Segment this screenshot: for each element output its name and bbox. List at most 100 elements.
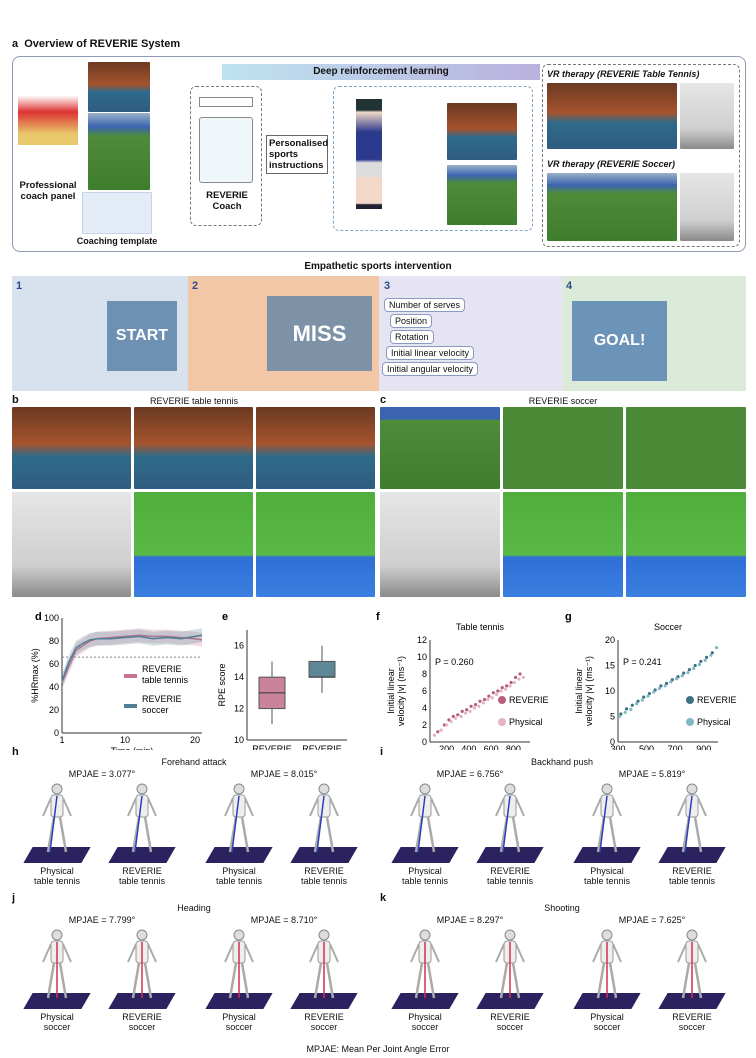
y-tick-label: 20 bbox=[49, 705, 59, 715]
y-axis-label: velocity |v| (ms⁻¹) bbox=[396, 656, 406, 726]
legend-label: REVERIE bbox=[697, 695, 737, 705]
soccer-frame-1 bbox=[380, 407, 500, 489]
pose-label-line1: REVERIE bbox=[122, 1012, 162, 1022]
coach-panel-label: Professional coach panel bbox=[19, 180, 77, 202]
data-point bbox=[477, 704, 481, 708]
skeleton-figure bbox=[127, 929, 157, 999]
data-point bbox=[463, 711, 468, 715]
data-point bbox=[623, 710, 627, 715]
mpjae-value: MPJAE = 8.015° bbox=[250, 769, 318, 779]
coaching-template-image bbox=[82, 192, 152, 234]
y-tick-label: 60 bbox=[49, 659, 59, 669]
data-point bbox=[460, 709, 464, 713]
miss-screen: MISS bbox=[267, 296, 372, 371]
pose-label-line1: REVERIE bbox=[490, 1012, 530, 1022]
start-screen: START bbox=[107, 301, 177, 371]
mpjae-value: MPJAE = 6.756° bbox=[436, 769, 504, 779]
data-point bbox=[439, 728, 443, 732]
pose-label-line2: soccer bbox=[593, 1022, 621, 1032]
charts-row: d02040608010011020Time (min)%HRmax (%)RE… bbox=[30, 611, 737, 750]
step-3: 3 bbox=[384, 280, 391, 292]
legend-label: soccer bbox=[142, 705, 169, 715]
skeleton-figure bbox=[42, 929, 72, 999]
data-point bbox=[647, 691, 652, 696]
data-point bbox=[699, 659, 703, 664]
skeleton-figure bbox=[677, 783, 707, 853]
player-figure bbox=[356, 99, 382, 209]
x-tick-label: 800 bbox=[506, 744, 521, 750]
y-axis-label: velocity |v| (ms⁻¹) bbox=[584, 656, 594, 726]
pose-label-line2: soccer bbox=[128, 1022, 156, 1032]
data-point bbox=[512, 680, 517, 685]
soccer-photo-3 bbox=[626, 492, 746, 597]
data-point bbox=[481, 701, 485, 705]
pose-label-line1: Physical bbox=[590, 1012, 624, 1022]
pose-label-line1: Physical bbox=[408, 1012, 442, 1022]
pose-panel-title: Shooting bbox=[544, 903, 580, 913]
pose-label-line1: REVERIE bbox=[672, 866, 712, 876]
y-axis-label: Initial linear bbox=[386, 668, 396, 714]
pose-label-line2: table tennis bbox=[215, 876, 263, 886]
x-tick-label: 900 bbox=[696, 744, 711, 750]
param-rotation: Rotation bbox=[390, 330, 434, 344]
data-point bbox=[456, 713, 460, 717]
vr-soccer-label: VR therapy (REVERIE Soccer) bbox=[547, 159, 676, 169]
y-tick-label: 14 bbox=[234, 672, 244, 682]
data-point bbox=[659, 684, 663, 688]
pose-label-line2: table tennis bbox=[118, 876, 166, 886]
y-axis-label: RPE score bbox=[217, 663, 227, 706]
pose-label-line1: Physical bbox=[590, 866, 624, 876]
tt-vr-view bbox=[447, 103, 517, 160]
y-tick-label: 100 bbox=[44, 613, 59, 623]
data-point bbox=[496, 689, 500, 693]
pose-panel-title: Heading bbox=[177, 903, 211, 913]
soccer-frame-2 bbox=[503, 407, 623, 489]
y-axis-label: Initial linear bbox=[574, 668, 584, 714]
x-tick-label: 600 bbox=[484, 744, 499, 750]
soccer-frame-3 bbox=[626, 407, 746, 489]
data-point bbox=[472, 706, 477, 710]
skeleton-figure bbox=[42, 783, 72, 853]
data-point bbox=[487, 694, 491, 698]
y-tick-label: 5 bbox=[610, 712, 615, 722]
y-tick-label: 6 bbox=[422, 686, 427, 696]
x-tick-label: 700 bbox=[668, 744, 683, 750]
series-line bbox=[61, 634, 203, 683]
data-point bbox=[505, 684, 509, 688]
x-tick-label: 200 bbox=[439, 744, 454, 750]
data-point bbox=[495, 692, 499, 696]
data-point bbox=[646, 694, 650, 698]
data-point bbox=[449, 720, 453, 724]
soccer-vr-view bbox=[447, 165, 517, 225]
pose-label-line1: Physical bbox=[222, 1012, 256, 1022]
data-point bbox=[478, 699, 482, 703]
data-point bbox=[692, 666, 696, 671]
x-axis-label: Time (min) bbox=[111, 746, 154, 750]
y-tick-label: 0 bbox=[610, 737, 615, 747]
data-point bbox=[640, 698, 644, 702]
reverie-coach-label: REVERIE Coach bbox=[206, 190, 248, 212]
legend-label: Physical bbox=[509, 717, 543, 727]
data-point bbox=[468, 709, 472, 713]
data-point bbox=[473, 703, 478, 707]
data-point bbox=[617, 714, 622, 719]
data-point bbox=[499, 689, 503, 693]
legend-marker bbox=[686, 718, 694, 726]
tt-frame-3 bbox=[256, 407, 375, 489]
soccer-scene-image bbox=[88, 113, 150, 190]
y-tick-label: 10 bbox=[417, 652, 427, 662]
y-tick-label: 0 bbox=[54, 728, 59, 738]
x-tick-label: 400 bbox=[461, 744, 476, 750]
chart-title: Table tennis bbox=[456, 622, 505, 632]
data-point bbox=[490, 696, 494, 700]
legend-marker bbox=[498, 718, 506, 726]
y-tick-label: 12 bbox=[417, 635, 427, 645]
skeleton-figure bbox=[410, 783, 440, 853]
category-label: REVERIE bbox=[252, 744, 292, 750]
data-point bbox=[486, 697, 490, 702]
